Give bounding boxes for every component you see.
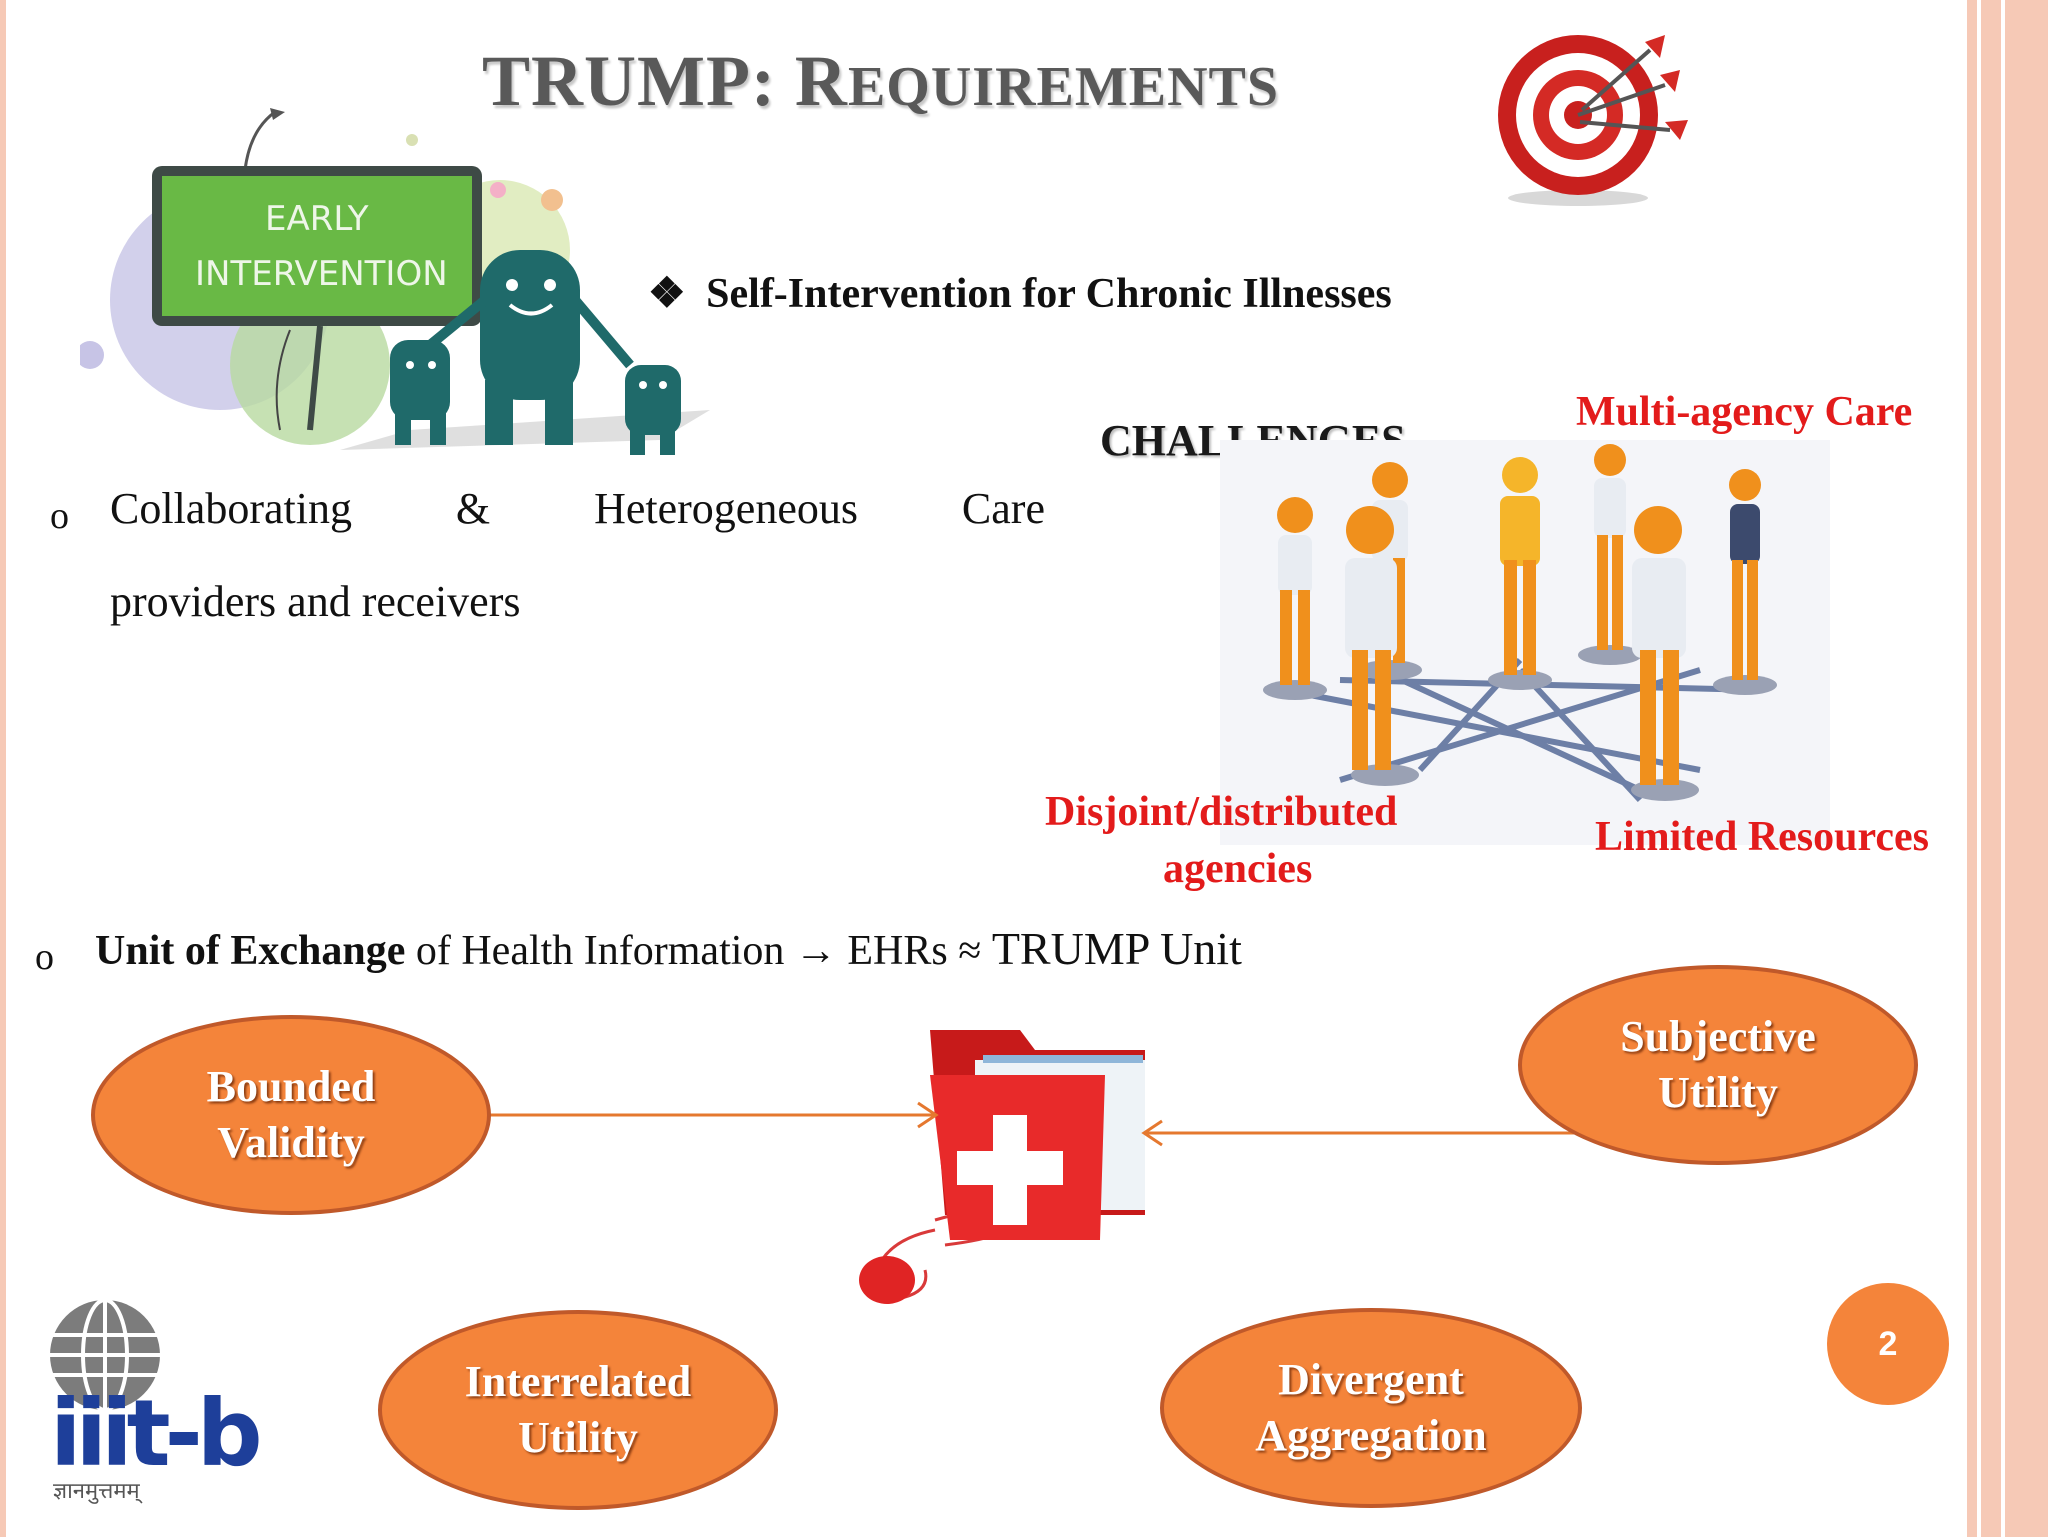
disjoint-label-line1: Disjoint/distributed [1045,789,1398,835]
early-intervention-illustration: EARLY INTERVENTION [80,108,710,455]
logo-tagline: ज्ञानमुत्तमम् [53,1479,143,1504]
bullet2-text: Unit of Exchange of Health Information →… [95,923,1242,974]
left-border [0,0,6,1537]
logo-text: iiit-b [50,1380,259,1487]
iiitb-logo: iiit-b ज्ञानमुत्तमम् [50,1298,265,1504]
diamond-bullet-icon: ❖ [648,271,686,317]
limited-resources-label: Limited Resources [1595,814,1930,860]
target-icon [1498,35,1688,206]
right-arrow-icon: → [794,928,837,974]
main-bullet-text: Self-Intervention for Chronic Illnesses [706,271,1392,317]
bullet2-marker: o [35,936,54,978]
disjoint-label-line2: agencies [1163,846,1313,892]
health-record-folder-icon [859,1030,1145,1304]
page-number: 2 [1827,1283,1949,1405]
sign-line2: INTERVENTION [195,254,448,294]
right-border [1967,0,2048,1537]
care-network-illustration [1220,440,1830,845]
bullet1-marker: o [50,495,69,537]
sign-line1: EARLY [265,199,369,239]
bullet1-line1: Collaborating & Heterogeneous Care [110,484,1045,533]
main-bullet: ❖ Self-Intervention for Chronic Illnesse… [648,268,1392,318]
slide-title: TRUMP: REQUIREMENTS [482,41,1280,121]
bullet1-line2: providers and receivers [110,577,521,626]
multi-agency-label: Multi-agency Care [1576,389,1913,435]
